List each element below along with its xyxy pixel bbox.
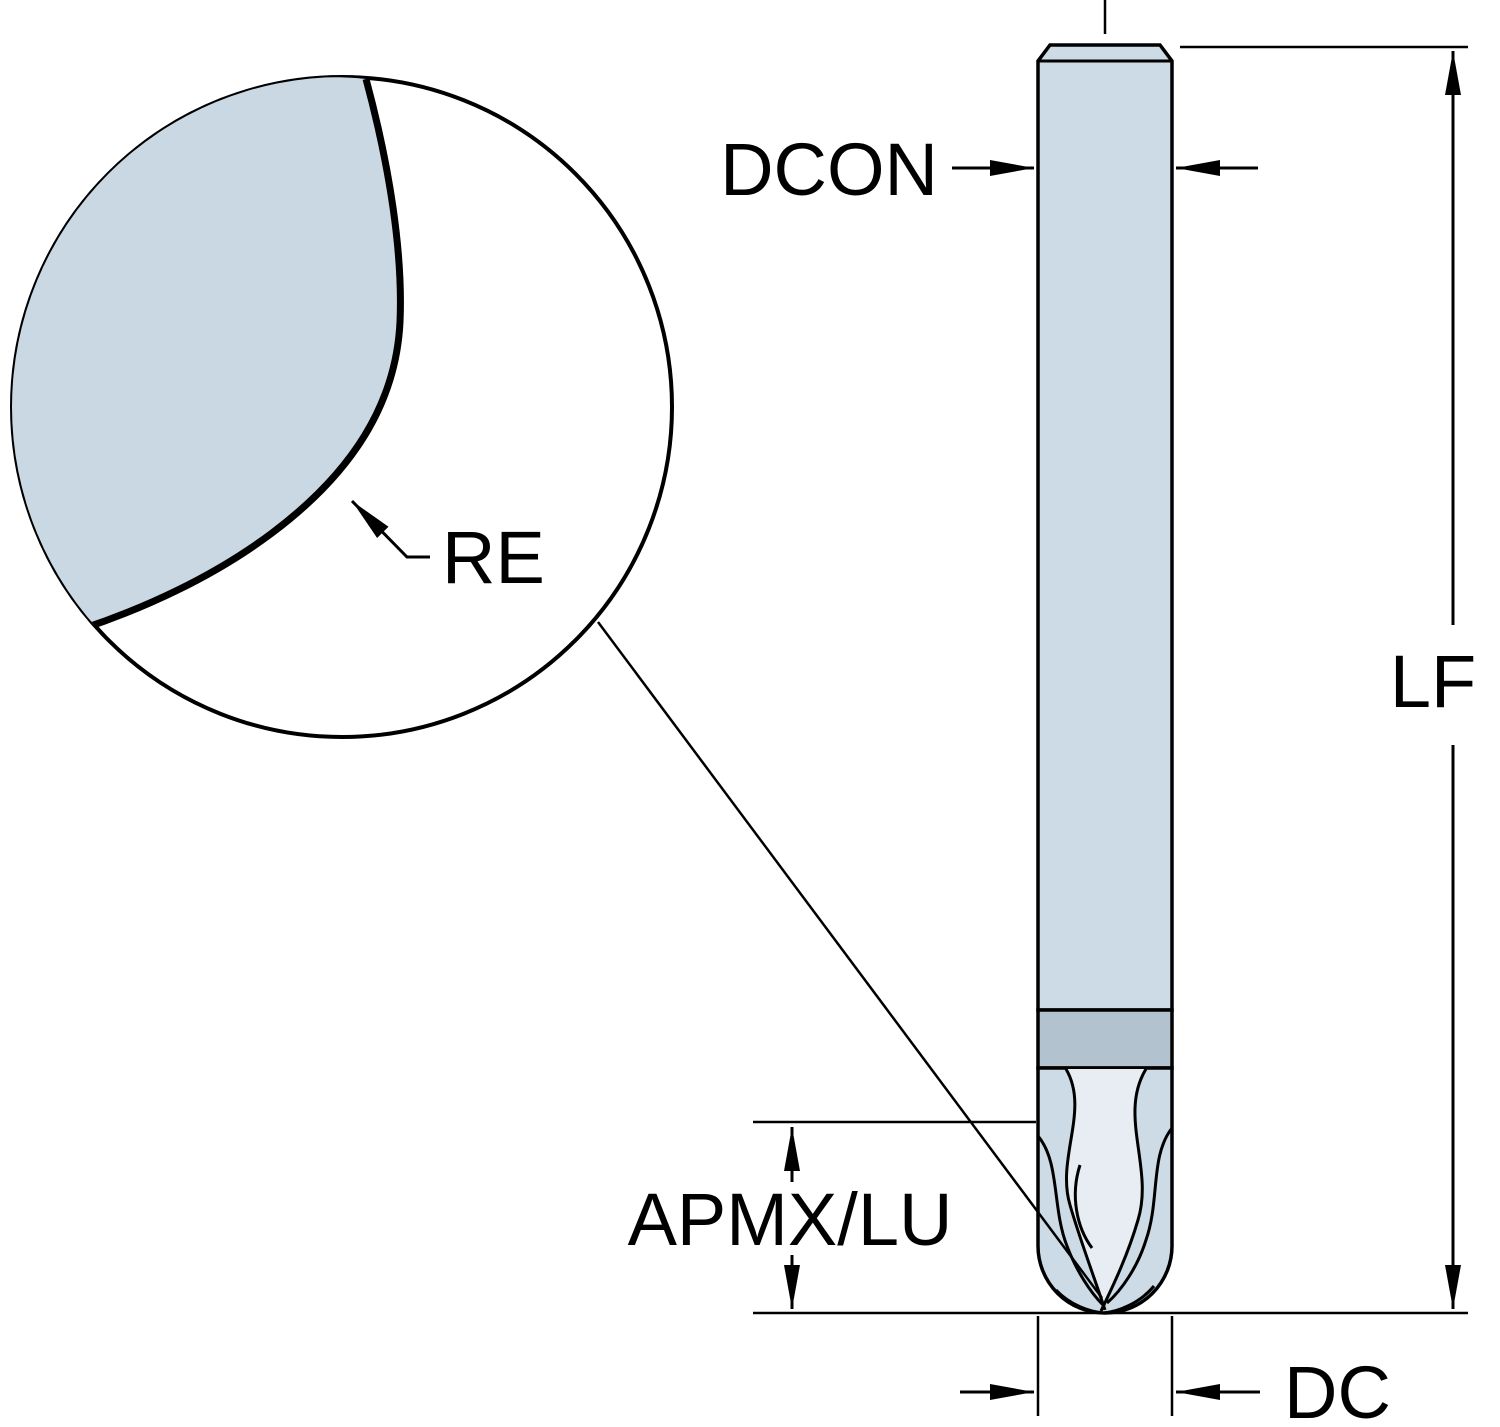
detail-insert-profile xyxy=(12,77,401,629)
lf-label: LF xyxy=(1390,640,1476,723)
apmx-label: APMX/LU xyxy=(628,1178,953,1261)
tool-shank xyxy=(1036,43,1174,1012)
flute-curve xyxy=(1064,1068,1107,1311)
re-leader-arrow xyxy=(350,499,430,559)
dcon-label: DCON xyxy=(720,128,938,211)
detail-content xyxy=(12,77,404,633)
flute-curve xyxy=(1036,1135,1105,1307)
tool-neck xyxy=(1036,1008,1174,1070)
detail-leader-line xyxy=(596,621,1104,1299)
flute-curve xyxy=(1106,1127,1174,1305)
flute-curve xyxy=(1099,1068,1148,1312)
detail-edge-curve xyxy=(80,78,404,633)
re-label: RE xyxy=(442,516,545,599)
dc-label: DC xyxy=(1284,1351,1391,1427)
flute-curve xyxy=(1073,1164,1094,1249)
